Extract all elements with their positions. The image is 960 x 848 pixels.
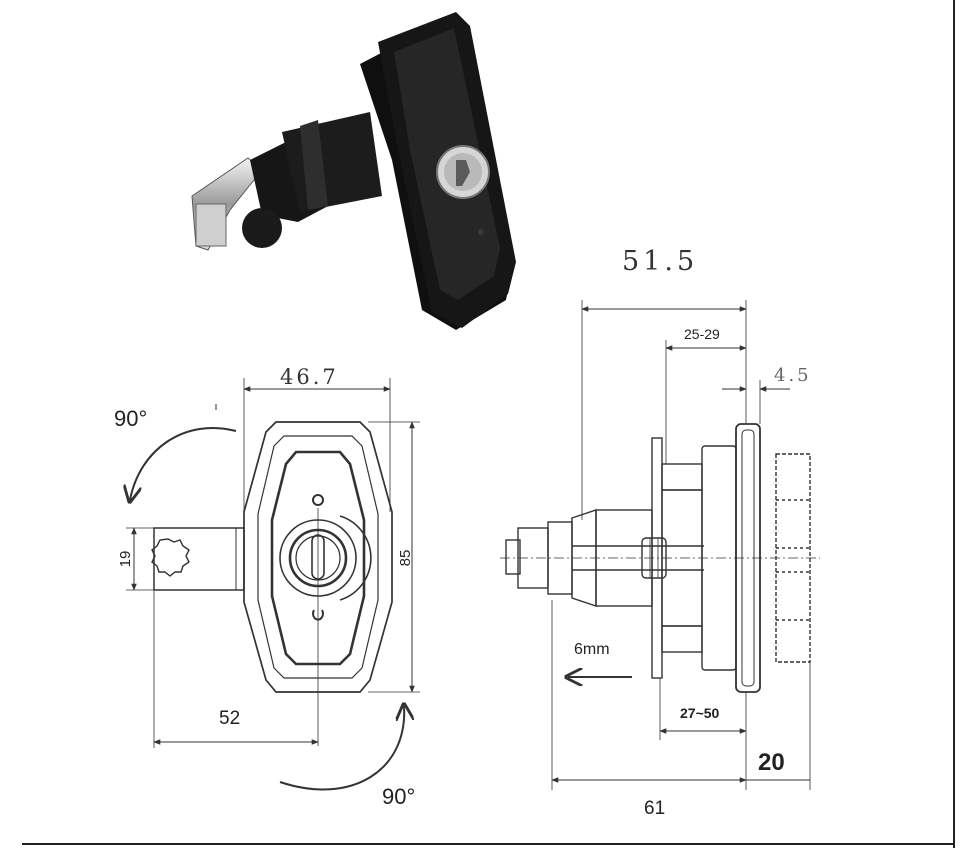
- dim-46-7-label: 46.7: [280, 365, 339, 389]
- rotation-arrow-top-icon: [130, 426, 237, 500]
- dim-6mm-label: 6mm: [574, 641, 610, 658]
- angle-top-label: 90°: [114, 406, 147, 431]
- rotation-arrows: [130, 426, 404, 791]
- dim-4-5-label: 4.5: [774, 365, 812, 386]
- dim-51-5-label: 51.5: [622, 246, 698, 277]
- rotation-arrow-bottom-icon: [279, 706, 404, 791]
- dim-61-label: 61: [644, 798, 665, 819]
- dim-20-label: 20: [758, 749, 785, 776]
- dim-85-label: 85: [397, 550, 414, 567]
- angle-bottom-label: 90°: [382, 784, 415, 809]
- side-view-dimensions: [551, 306, 810, 783]
- product-photo: [191, 12, 516, 330]
- dim-19-label: 19: [117, 551, 134, 568]
- dim-25-29-label: 25-29: [684, 326, 720, 342]
- dim-27-50-label: 27~50: [680, 705, 720, 721]
- side-view: [500, 300, 820, 790]
- dim-52-label: 52: [219, 708, 240, 729]
- front-view: [126, 378, 420, 748]
- front-view-dimensions: [131, 386, 415, 745]
